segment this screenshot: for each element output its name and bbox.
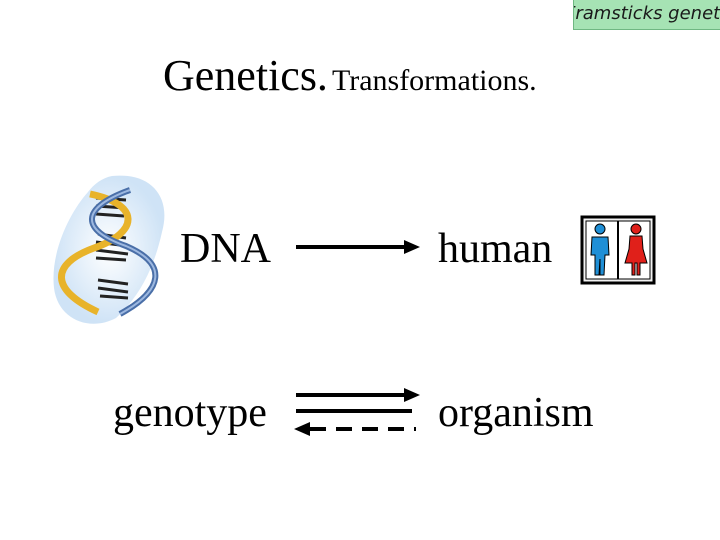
slide-title: Genetics. Transformations.: [163, 50, 537, 101]
badge-text: Framsticks genetics: [573, 3, 720, 24]
dna-to-human-arrow-icon: [296, 240, 420, 254]
dna-helix-icon: [53, 175, 165, 324]
dna-label: DNA: [180, 226, 271, 272]
title-main: Genetics.: [163, 51, 328, 100]
framsticks-badge: Framsticks genetics: [573, 0, 720, 30]
bidirectional-arrows-icon: [294, 388, 420, 436]
genotype-label: genotype: [113, 390, 267, 436]
human-label: human: [438, 226, 553, 272]
title-sub: Transformations.: [331, 64, 537, 97]
organism-label: organism: [438, 390, 594, 436]
man-woman-icon: [580, 215, 656, 285]
